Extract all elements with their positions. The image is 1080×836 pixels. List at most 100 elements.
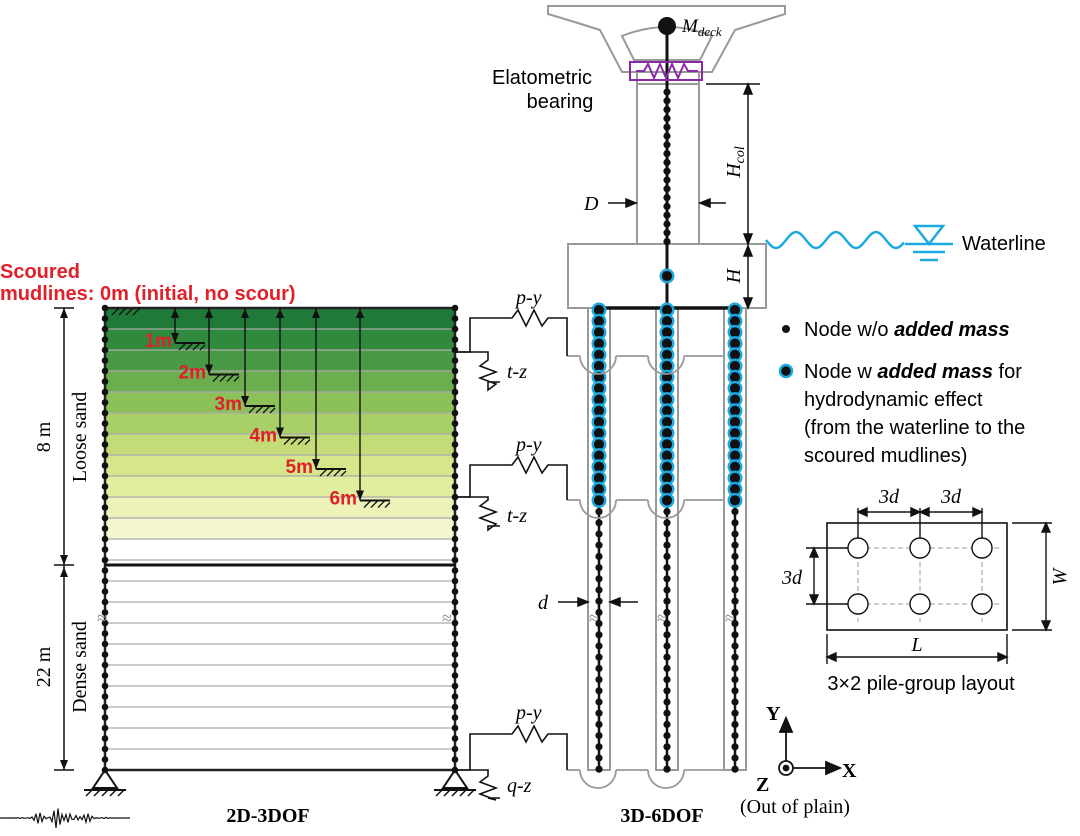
- pile-node: [731, 765, 739, 773]
- soil-node-left: [101, 336, 109, 343]
- model-3d-label: 3D-6DOF: [620, 805, 703, 827]
- soil-node-right: [451, 304, 459, 312]
- pile-node: [731, 564, 739, 572]
- soil-node-left: [101, 598, 109, 606]
- pile-plan-5: [909, 593, 931, 615]
- scour-depth-label: 1m: [145, 331, 172, 352]
- pile-node: [663, 642, 671, 650]
- scour-arrow-head-down: [205, 364, 213, 375]
- bridge-structure-3d: ≈ ≈ ≈: [547, 5, 786, 773]
- dense-sand-label: Dense sand: [69, 621, 91, 713]
- column-node: [663, 132, 671, 140]
- column-node: [663, 238, 671, 246]
- soil-node-right: [451, 525, 459, 532]
- soil-layer-band: [105, 434, 455, 455]
- scour-hatch: [248, 405, 276, 414]
- pile-node: [663, 541, 671, 549]
- pile-node: [595, 676, 603, 684]
- pile-node: [663, 754, 671, 762]
- ground-motion-record: [0, 808, 130, 828]
- soil-node-right: [451, 588, 459, 595]
- deck-mass-subscript: deck: [698, 24, 722, 39]
- pile-node: [595, 508, 603, 516]
- soil-node-left: [101, 609, 109, 616]
- svg-text:Hcol: Hcol: [723, 146, 748, 179]
- initial-mudline-hatch: [111, 307, 141, 316]
- pile-node: [663, 664, 671, 673]
- soil-node-left: [101, 451, 109, 459]
- pin-support-left: [84, 768, 126, 797]
- soil-node-left: [101, 745, 109, 753]
- pile-node: [595, 754, 603, 762]
- soil-node-left: [101, 703, 109, 711]
- soil-layer-band: [105, 476, 455, 497]
- py-label-bottom: p-y: [514, 702, 542, 724]
- axis-z-note: (Out of plain): [740, 796, 850, 818]
- soil-node-right: [451, 546, 459, 553]
- bearing-label-line2: bearing: [527, 91, 594, 113]
- pile-node: [731, 608, 739, 617]
- legend-mass-line3: (from the waterline to the: [804, 417, 1025, 439]
- pile-node: [595, 552, 603, 561]
- pile-node: [595, 709, 603, 717]
- soil-node-right: [451, 420, 459, 427]
- py-label-mid: p-y: [514, 434, 542, 456]
- soil-node-right: [451, 630, 459, 637]
- pile-plan-6: [971, 593, 993, 615]
- layout-width-label: W: [1049, 566, 1071, 585]
- pile-node: [731, 552, 739, 561]
- scour-depth-label: 5m: [286, 457, 313, 478]
- pile-node: [731, 698, 739, 706]
- soil-node-right: [451, 661, 459, 669]
- column-node: [663, 150, 671, 158]
- break-mark-right: ≈: [442, 608, 452, 628]
- soil-node-left: [101, 714, 109, 721]
- pile-section-arcs: [579, 355, 685, 789]
- pile-node: [595, 519, 603, 527]
- pile-node: [663, 564, 671, 572]
- scour-hatch: [363, 500, 391, 508]
- soil-node-left: [101, 577, 109, 585]
- pile-node: [731, 720, 739, 729]
- column-node: [663, 229, 671, 237]
- model-2d-label: 2D-3DOF: [226, 805, 309, 827]
- pile-node: [663, 732, 671, 740]
- soil-node-left: [101, 535, 109, 543]
- cap-height-label: H: [723, 267, 745, 284]
- pile-node: [731, 586, 739, 594]
- column-node: [663, 114, 671, 122]
- pile-node: [731, 743, 739, 751]
- pile-node: [663, 698, 671, 706]
- coordinate-axes: [778, 715, 843, 776]
- column-node: [663, 123, 671, 131]
- column-node: [663, 141, 671, 149]
- spacing-x2-label: 3d: [940, 486, 962, 508]
- soil-layer-band: [105, 497, 455, 518]
- soil-column-2d: ≈ ≈: [0, 304, 476, 828]
- soil-node-right: [451, 399, 459, 406]
- tz-label-mid: t-z: [507, 505, 527, 527]
- soil-springs: [455, 308, 568, 801]
- pile-node: [731, 620, 739, 628]
- legend-mass-prefix: Node w: [804, 361, 877, 383]
- pile-plan-2: [909, 537, 931, 559]
- soil-node-left: [101, 567, 109, 574]
- pile-node: [595, 642, 603, 650]
- soil-node-right: [451, 756, 459, 763]
- soil-layer-band: [105, 455, 455, 476]
- svg-text:Node w/o added mass: Node w/o added mass: [804, 319, 1010, 341]
- pile-node: [595, 608, 603, 617]
- dense-depth-label: 22 m: [33, 646, 55, 687]
- pile-node: [663, 519, 671, 527]
- soil-node-right: [451, 567, 459, 574]
- pile-node: [595, 720, 603, 729]
- scour-hatch: [178, 342, 206, 351]
- legend-added-mass-node: [778, 363, 794, 379]
- qz-label-bottom: q-z: [507, 775, 532, 797]
- column-node: [663, 167, 671, 175]
- qz-spring-bottom: [455, 769, 500, 801]
- soil-node-left: [101, 682, 109, 690]
- pile-plan-1: [847, 537, 869, 559]
- scour-arrow-head-down: [312, 459, 320, 469]
- scour-arrow-head-up: [276, 308, 284, 318]
